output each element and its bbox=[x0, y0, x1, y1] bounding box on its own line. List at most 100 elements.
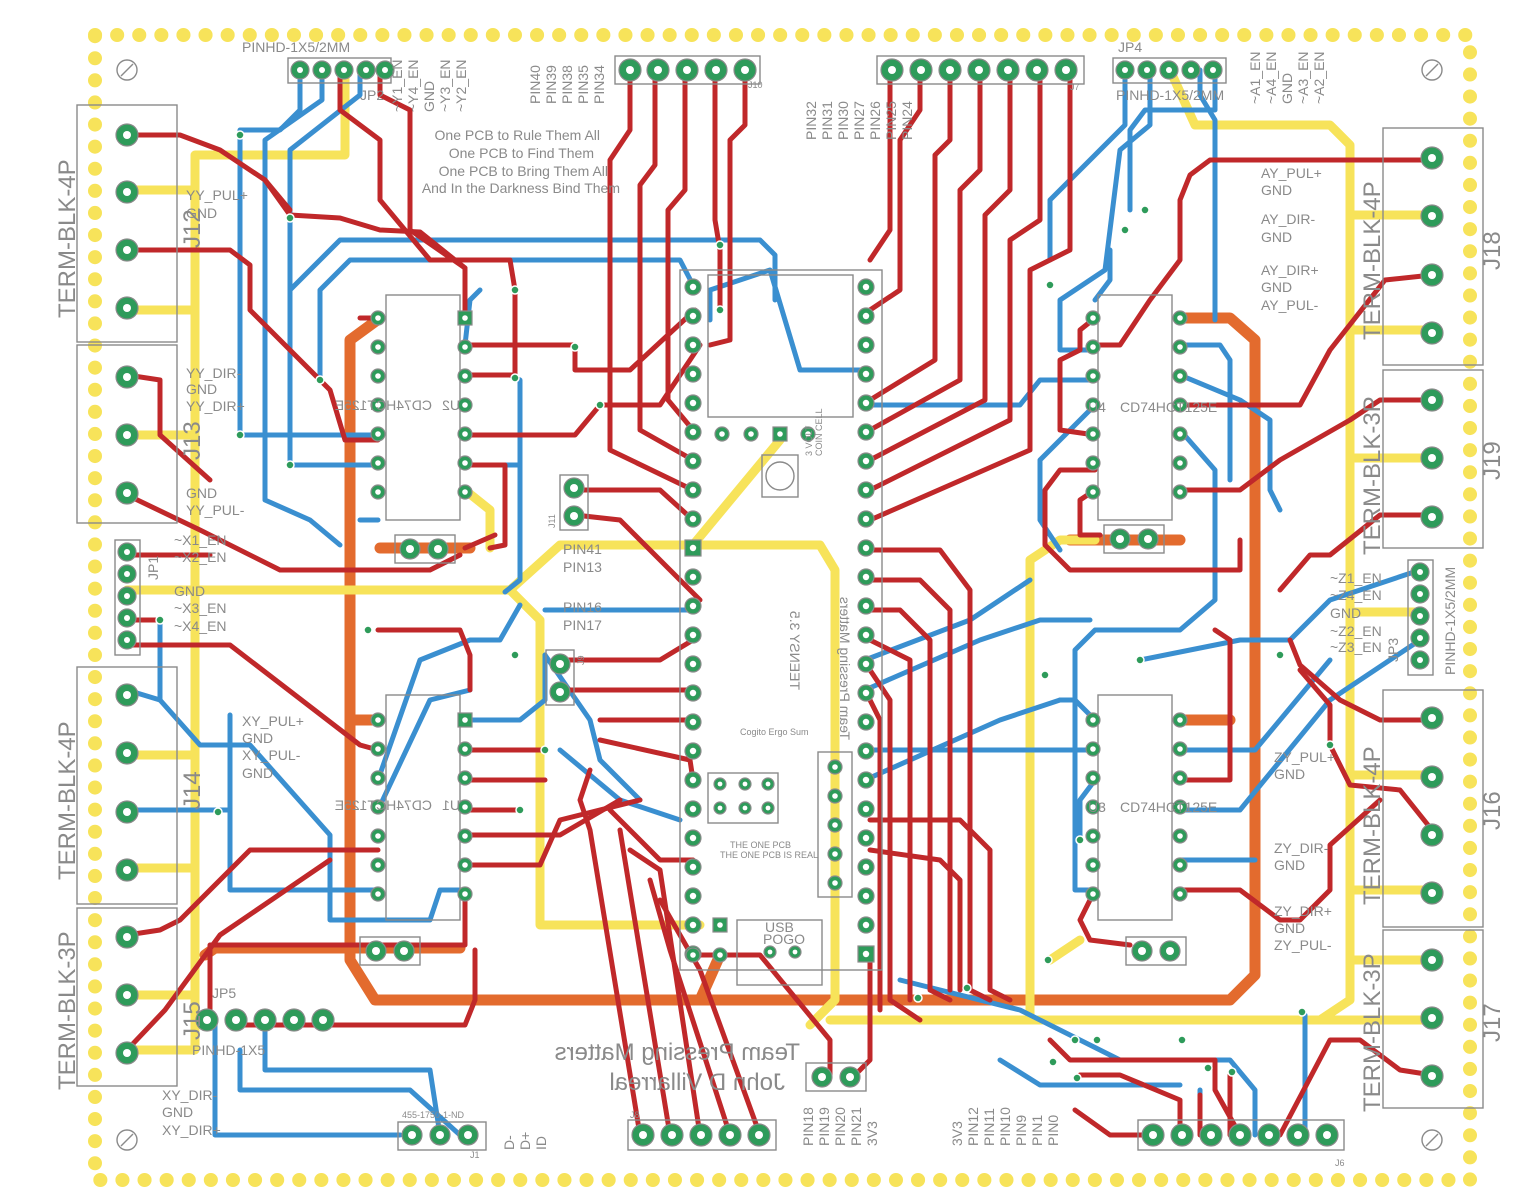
j15-ref: J15 bbox=[179, 1001, 206, 1040]
teensy-coin-2: COIN CELL bbox=[814, 408, 824, 456]
u4-label: U4 bbox=[1088, 399, 1106, 415]
silkscreen-text: PINHD-1X5/2MM JP2 JP4 PINHD-1X5/2MM ~Y1_… bbox=[54, 39, 1506, 1168]
teensy-note-3: THE ONE PCB IS REAL bbox=[720, 850, 818, 860]
jp2-pin-5: ~Y2_EN bbox=[453, 59, 469, 112]
j16-part: TERM-BLK-4P bbox=[1359, 746, 1386, 905]
j17-pin-1: ZY_DIR+ bbox=[1274, 903, 1332, 919]
j8-pin-1: PIN18 bbox=[800, 1107, 816, 1146]
j18-pin-4: GND bbox=[1261, 229, 1292, 245]
j18-pin-7: AY_PUL- bbox=[1261, 297, 1319, 313]
j10-pin-3: PIN38 bbox=[559, 65, 575, 104]
j14-ref: J14 bbox=[179, 771, 206, 810]
motto-line-3: One PCB to Bring Them All bbox=[439, 163, 608, 179]
j18-ref: J18 bbox=[1479, 231, 1506, 270]
u2-label: U2 bbox=[442, 397, 460, 413]
jp3-ref: JP3 bbox=[1385, 638, 1401, 662]
jp3-pin-5: ~Z3_EN bbox=[1330, 639, 1382, 655]
jp2-ref-label: JP2 bbox=[360, 87, 384, 103]
jp4-part-label: PINHD-1X5/2MM bbox=[1116, 87, 1224, 103]
j11-pin-1: PIN41 bbox=[563, 541, 602, 557]
j8-pin-4: PIN21 bbox=[848, 1107, 864, 1146]
j6-pin-2: PIN12 bbox=[965, 1107, 981, 1146]
u2-part: CD74HCT125E bbox=[335, 397, 432, 413]
board-outline bbox=[88, 28, 1477, 1187]
j6-pin-4: PIN10 bbox=[997, 1107, 1013, 1146]
gnd-traces bbox=[122, 65, 1437, 1055]
j1-pin-1: D- bbox=[501, 1135, 517, 1150]
motto-line-4: And In the Darkness Bind Them bbox=[422, 180, 620, 196]
j8-pin-3: PIN20 bbox=[832, 1107, 848, 1146]
j1-pin-2: D+ bbox=[517, 1132, 533, 1150]
j6-pin-1: 3V3 bbox=[949, 1121, 965, 1146]
j6-pin-5: PIN9 bbox=[1013, 1115, 1029, 1146]
jp3-part: PINHD-1X5/2MM bbox=[1442, 567, 1458, 675]
j13-pin-1: YY_DIR- bbox=[186, 365, 242, 381]
j17-part: TERM-BLK-3P bbox=[1359, 953, 1386, 1112]
jp1-ref: JP1 bbox=[145, 556, 161, 580]
j9-ref: J9 bbox=[576, 655, 586, 665]
j11-pin-2: PIN13 bbox=[563, 559, 602, 575]
j13-ref: J13 bbox=[179, 421, 206, 460]
j10-pin-5: PIN34 bbox=[591, 65, 607, 104]
j9-pin-1: PIN16 bbox=[563, 599, 602, 615]
j7-pin-7: PIN24 bbox=[899, 101, 915, 140]
jp2-pin-2: ~Y4_EN bbox=[405, 59, 421, 112]
j16-pin-1: ZY_PUL+ bbox=[1274, 749, 1335, 765]
j7-pin-6: PIN25 bbox=[883, 101, 899, 140]
j15-pin-2: GND bbox=[162, 1104, 193, 1120]
jp3-pin-4: ~Z2_EN bbox=[1330, 623, 1382, 639]
j12-part: TERM-BLK-4P bbox=[54, 159, 81, 318]
j18-pin-5: AY_DIR+ bbox=[1261, 262, 1319, 278]
jp3-pin-2: ~Z4_EN bbox=[1330, 587, 1382, 603]
teensy-note-2: THE ONE PCB bbox=[730, 840, 791, 850]
jp1-pin-3: GND bbox=[174, 583, 205, 599]
credit-line-1: Team Pressing Matters bbox=[555, 1039, 800, 1066]
jp3-pin-3: GND bbox=[1330, 605, 1361, 621]
top-copper-traces bbox=[124, 67, 1435, 1138]
jp2-part-label: PINHD-1X5/2MM bbox=[242, 39, 350, 55]
jp2-pin-4: ~Y3_EN bbox=[437, 59, 453, 112]
j14-pin-1: XY_PUL+ bbox=[242, 713, 304, 729]
j16-pin-2: GND bbox=[1274, 766, 1305, 782]
j15-part: TERM-BLK-3P bbox=[54, 931, 81, 1090]
j12-pin-2: GND bbox=[186, 205, 217, 221]
j18-part: TERM-BLK-4P bbox=[1359, 181, 1386, 340]
motto-line-1: One PCB to Rule Them All bbox=[435, 127, 600, 143]
j9-pin-2: PIN17 bbox=[563, 617, 602, 633]
teensy-note-1: Cogito Ergo Sum bbox=[740, 727, 809, 737]
teensy-label: TEENSY 3.5 bbox=[787, 611, 803, 690]
j10-pin-1: PIN40 bbox=[527, 65, 543, 104]
jp5-part: PINHD-1X5 bbox=[192, 1042, 265, 1058]
j14-pin-4: GND bbox=[242, 765, 273, 781]
j6-pin-7: PIN0 bbox=[1045, 1115, 1061, 1146]
j10-ref: J10 bbox=[748, 80, 763, 90]
teensy-module bbox=[679, 269, 883, 986]
j10-pin-4: PIN35 bbox=[575, 65, 591, 104]
j15-pin-1: XY_DIR- bbox=[162, 1087, 218, 1103]
jp4-pin-4: ~A3_EN bbox=[1295, 51, 1311, 104]
j7-pin-5: PIN26 bbox=[867, 101, 883, 140]
j13-pin-5: YY_PUL- bbox=[186, 502, 245, 518]
j7-ref: J7 bbox=[1070, 82, 1080, 92]
jp5-ref: JP5 bbox=[212, 985, 236, 1001]
j17-pin-3: ZY_PUL- bbox=[1274, 937, 1332, 953]
j1-silk: 455-1750-1-ND bbox=[402, 1110, 465, 1120]
j8-pin-5: 3V3 bbox=[864, 1121, 880, 1146]
terminal-block-j12-j13 bbox=[76, 104, 1484, 1109]
credit-line-2: John D Villarreal bbox=[609, 1069, 785, 1096]
u1-part: CD74HCT125E bbox=[335, 797, 432, 813]
jp1-pin-5: ~X4_EN bbox=[174, 618, 227, 634]
mounting-holes bbox=[116, 59, 1443, 1151]
teensy-usb: USB bbox=[765, 919, 794, 935]
j10-pin-2: PIN39 bbox=[543, 65, 559, 104]
j6-pin-3: PIN11 bbox=[981, 1108, 997, 1146]
j16-pin-3: ZY_DIR- bbox=[1274, 840, 1329, 856]
u3-label: U3 bbox=[1088, 799, 1106, 815]
j17-pin-2: GND bbox=[1274, 920, 1305, 936]
j12-ref: J12 bbox=[179, 209, 206, 248]
j6-ref: J6 bbox=[1335, 1158, 1345, 1168]
j18-pin-1: AY_PUL+ bbox=[1261, 165, 1322, 181]
teensy-coin-1: 3 VOLT bbox=[804, 425, 814, 456]
j11-ref: J11 bbox=[547, 514, 557, 528]
